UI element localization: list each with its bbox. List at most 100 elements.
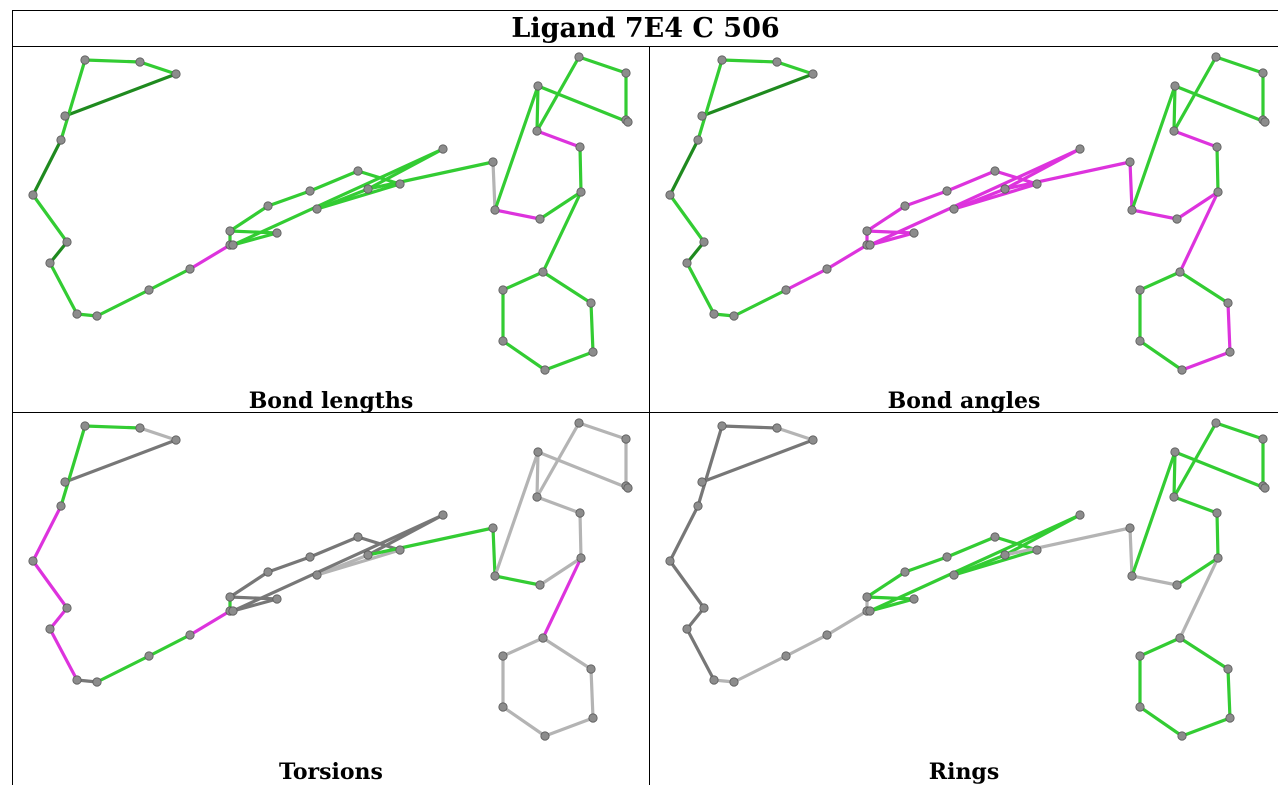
bond <box>541 190 583 274</box>
bond <box>685 627 716 682</box>
bond <box>1138 339 1184 372</box>
bond <box>493 208 542 221</box>
bond <box>1178 270 1230 305</box>
atom <box>353 532 363 542</box>
bond <box>1130 208 1179 221</box>
bond <box>541 636 593 671</box>
bond <box>266 189 312 208</box>
atom <box>62 237 72 247</box>
atom <box>621 434 631 444</box>
caption-bond-angles: Bond angles <box>887 388 1041 414</box>
atom <box>171 435 181 445</box>
atom <box>540 365 550 375</box>
bond <box>138 426 178 442</box>
atom <box>865 240 875 250</box>
atom <box>538 267 548 277</box>
bond <box>1130 84 1177 212</box>
atom <box>588 713 598 723</box>
bond <box>577 55 628 75</box>
atom <box>574 52 584 62</box>
bond <box>308 169 360 193</box>
bond <box>732 654 788 684</box>
divider-middle-horizontal <box>12 412 1278 413</box>
bond <box>865 204 907 233</box>
bond <box>59 424 87 508</box>
bond <box>501 339 547 372</box>
bond <box>535 495 582 515</box>
bond <box>1003 160 1132 191</box>
bond <box>1003 526 1132 557</box>
bond <box>538 556 583 587</box>
bond <box>1175 556 1220 587</box>
bond <box>945 535 997 559</box>
bond <box>589 301 595 354</box>
bond <box>1178 556 1220 640</box>
bond <box>95 288 151 318</box>
atom <box>709 675 719 685</box>
atom <box>697 111 707 121</box>
atom <box>171 69 181 79</box>
atom <box>535 580 545 590</box>
atom <box>488 157 498 167</box>
atom <box>135 57 145 67</box>
molecule-bond-angles <box>665 52 1270 375</box>
panel-rings: Rings <box>650 413 1278 785</box>
caption-bond-lengths: Bond lengths <box>248 388 414 414</box>
atom <box>1135 285 1145 295</box>
atom <box>62 603 72 613</box>
bond <box>577 421 628 441</box>
bond <box>700 438 815 484</box>
bond <box>501 705 547 738</box>
bond <box>825 243 869 271</box>
atom <box>1172 580 1182 590</box>
caption-rings: Rings <box>928 759 1000 785</box>
atom <box>60 477 70 487</box>
bond <box>700 72 815 118</box>
bond <box>868 513 1082 613</box>
bond <box>1226 667 1232 720</box>
atom <box>92 311 102 321</box>
atom <box>621 68 631 78</box>
atom <box>532 126 542 136</box>
atom <box>1177 731 1187 741</box>
bond <box>668 138 700 197</box>
bond <box>315 187 370 211</box>
molecule-torsions <box>28 418 633 741</box>
atom <box>60 111 70 121</box>
bond <box>1138 636 1182 658</box>
atom <box>588 347 598 357</box>
atom <box>305 552 315 562</box>
bond <box>491 526 497 578</box>
bond <box>231 513 445 613</box>
atom <box>1258 68 1268 78</box>
atom <box>1172 214 1182 224</box>
bond <box>228 595 279 601</box>
bond <box>720 58 779 64</box>
atom <box>1212 508 1222 518</box>
atom <box>1225 713 1235 723</box>
bond <box>1226 301 1232 354</box>
atom <box>395 545 405 555</box>
bond <box>1128 526 1134 578</box>
atom <box>623 483 633 493</box>
atom <box>80 421 90 431</box>
atom <box>228 240 238 250</box>
bond <box>147 633 192 658</box>
atom <box>665 556 675 566</box>
atom <box>949 570 959 580</box>
bond <box>1215 145 1220 194</box>
bond <box>228 570 270 599</box>
panel-torsions: Torsions <box>13 413 649 785</box>
bond <box>1003 147 1082 191</box>
bond <box>1138 270 1182 292</box>
atom <box>709 309 719 319</box>
bond <box>825 609 869 637</box>
bond <box>31 504 63 563</box>
atom <box>942 186 952 196</box>
atom <box>1135 702 1145 712</box>
atom <box>72 675 82 685</box>
atom <box>312 570 322 580</box>
bond <box>868 147 1082 247</box>
atom <box>575 142 585 152</box>
bond <box>48 627 79 682</box>
